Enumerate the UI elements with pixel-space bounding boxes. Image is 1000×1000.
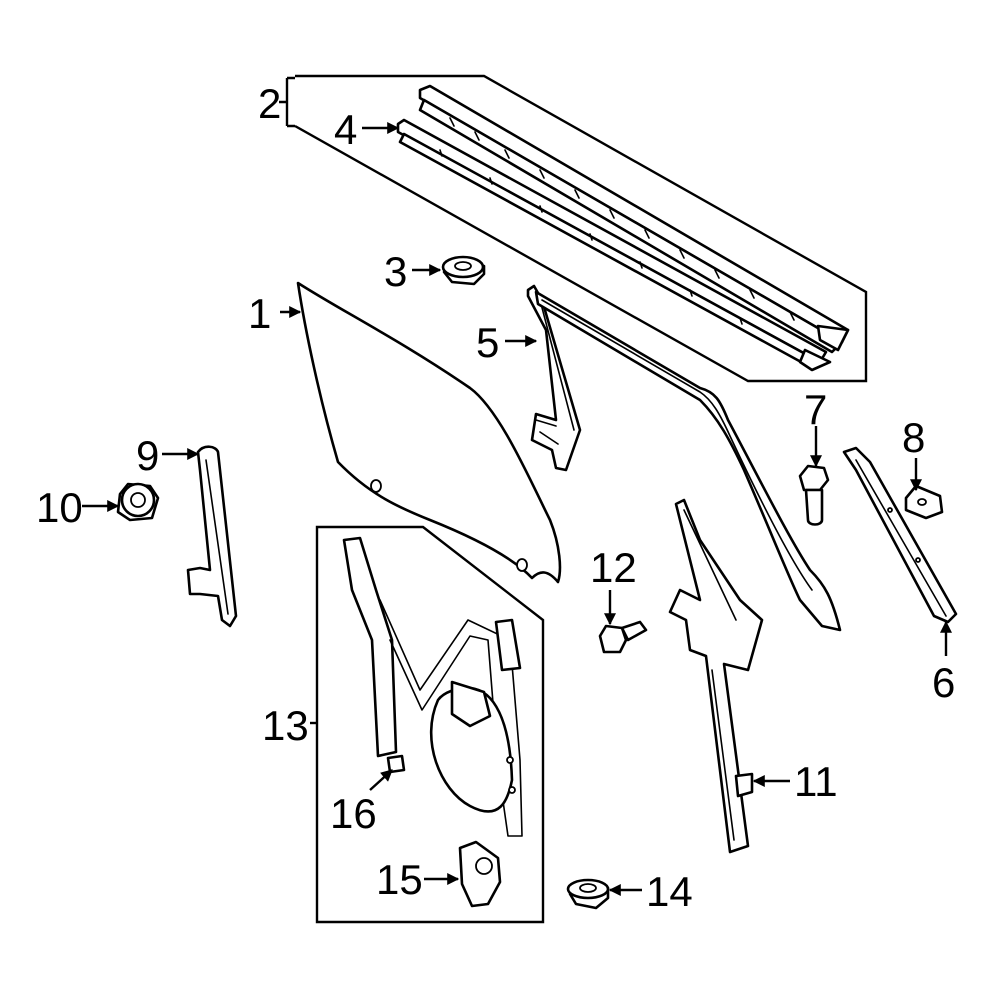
front-glass-channel [186, 445, 238, 628]
leader-arrows [82, 122, 952, 896]
callout-11: 11 [794, 758, 838, 805]
callout-1: 1 [248, 290, 271, 337]
callout-4: 4 [334, 106, 357, 153]
callout-15: 15 [376, 856, 423, 903]
bolt-12 [598, 620, 648, 654]
callout-6: 6 [932, 659, 955, 706]
callout-10: 10 [36, 484, 83, 531]
callout-5: 5 [476, 319, 499, 366]
nut-3 [441, 255, 486, 286]
regulator-group-box [310, 525, 545, 924]
bolt-7 [798, 464, 830, 526]
front-channel-bracket [668, 498, 764, 854]
outer-belt-weatherstrip [418, 84, 850, 354]
callout-16: 16 [330, 790, 377, 837]
clip-16 [386, 754, 406, 774]
nut-10 [116, 482, 160, 522]
callout-8: 8 [902, 414, 925, 461]
callout-3: 3 [384, 248, 407, 295]
callout-2: 2 [258, 80, 281, 127]
callout-13: 13 [262, 702, 309, 749]
door-glass [296, 281, 562, 584]
clip-8 [904, 484, 944, 520]
inner-belt-weatherstrip [396, 118, 832, 372]
rear-division-channel [842, 446, 958, 624]
callout-9: 9 [136, 432, 159, 479]
weatherstrip-group-box [279, 74, 868, 383]
callout-12: 12 [590, 544, 637, 591]
regulator-motor [458, 840, 502, 908]
window-regulator [342, 536, 523, 837]
nut-14 [566, 878, 610, 910]
callout-7: 7 [804, 386, 827, 433]
glass-run-weatherstrip [534, 290, 842, 632]
callout-14: 14 [646, 868, 693, 915]
